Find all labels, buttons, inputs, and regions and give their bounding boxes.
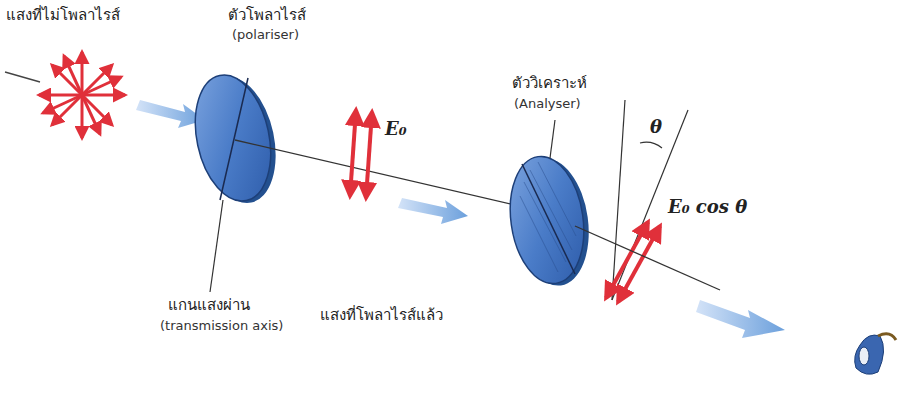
axis-label: แกนแสงผ่าน <box>168 296 250 314</box>
light-label: แสงที่ไม่โพลาไรส์ <box>6 6 120 24</box>
part-label: (polariser) <box>232 27 299 43</box>
light-label: แสงที่โพลาไรส์แล้ว <box>320 306 443 324</box>
part-label: (Analyser) <box>514 96 581 112</box>
part-label: ตัววิเคราะห์ <box>512 74 587 92</box>
unpolarised-arrows <box>39 52 125 138</box>
observer-eye <box>855 334 896 375</box>
part-label: ตัวโพลาไรส์ <box>228 6 306 24</box>
field-symbol: E₀ cos θ <box>668 196 747 218</box>
angle-symbol: θ <box>650 116 662 138</box>
field-symbol: E₀ <box>385 118 407 140</box>
axis-label: (transmission axis) <box>160 318 283 334</box>
